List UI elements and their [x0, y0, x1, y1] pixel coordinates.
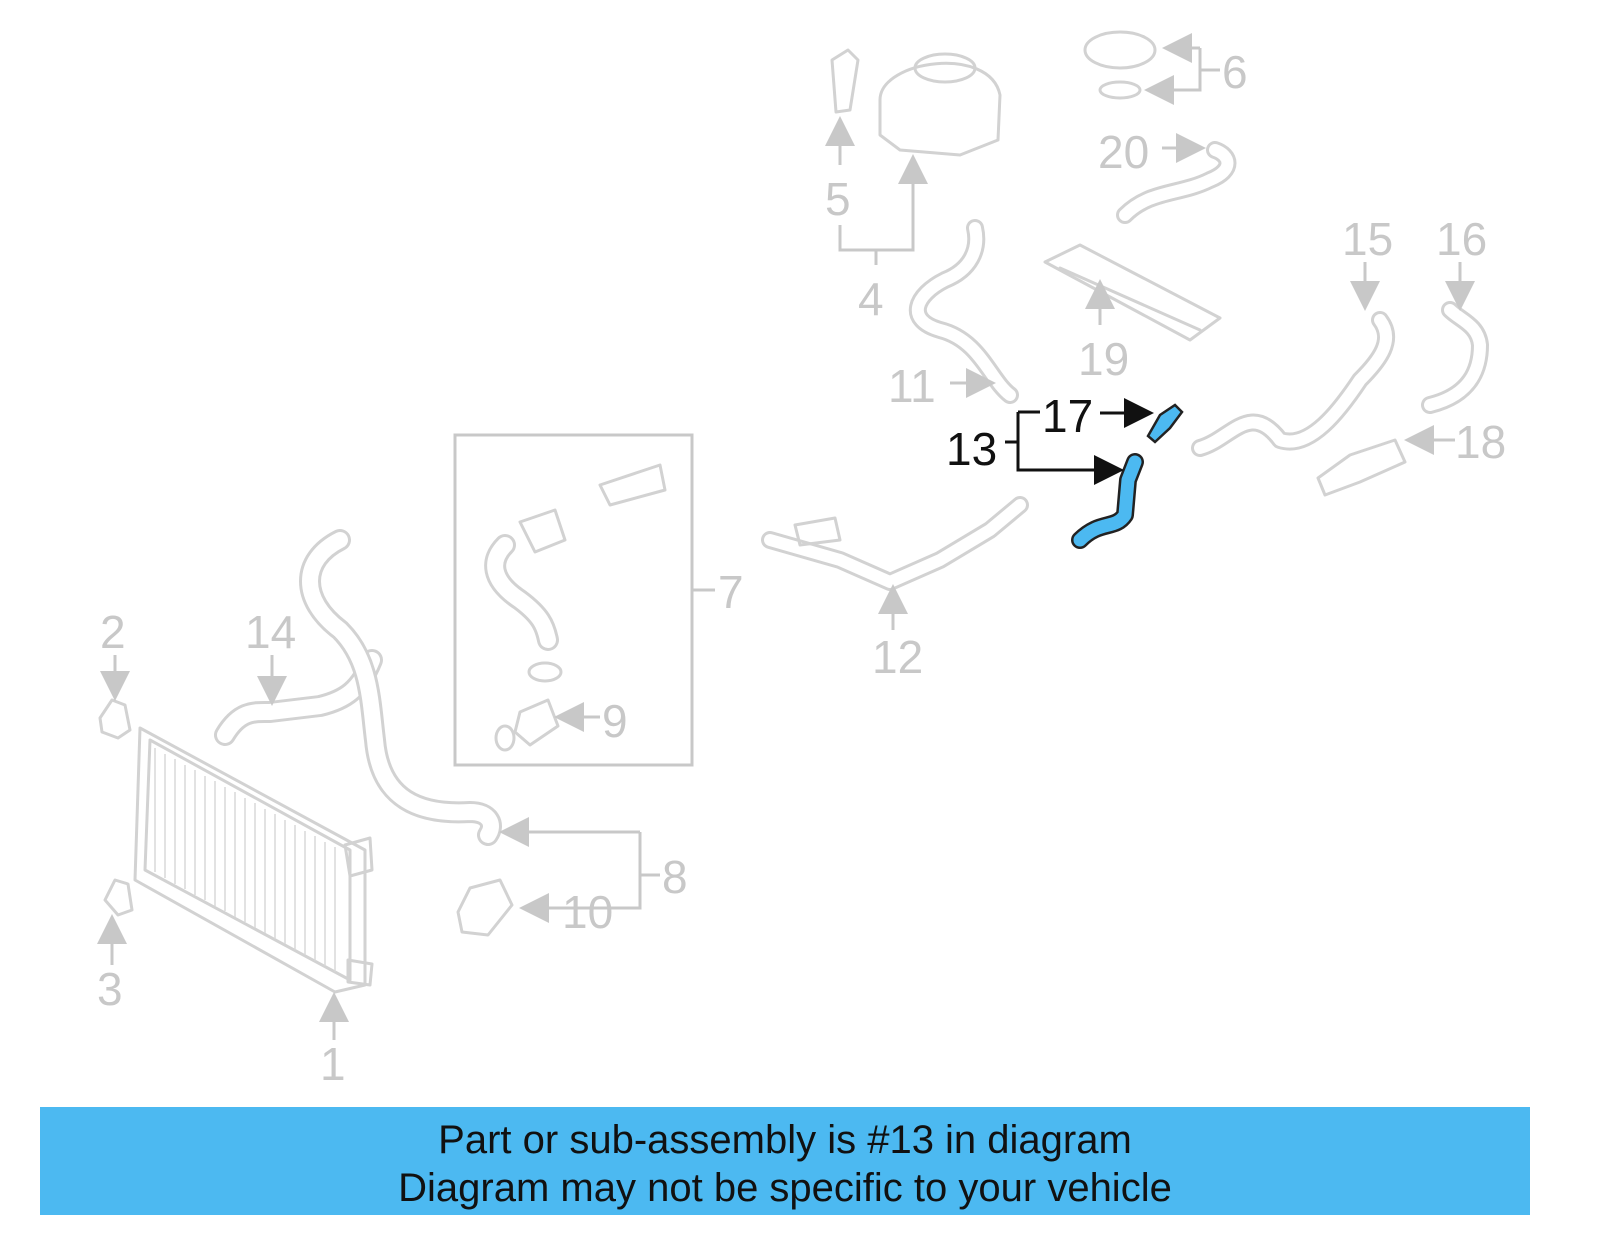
callout-20: 20: [1098, 126, 1149, 178]
callout-7: 7: [718, 566, 744, 618]
subassembly-box-7: [453, 433, 694, 767]
flange-10: [456, 878, 514, 937]
callout-19: 19: [1078, 333, 1129, 385]
callout-13: 13: [946, 423, 997, 475]
hose-16: [1421, 301, 1489, 414]
reservoir-cap: [1083, 30, 1157, 70]
callout-10: 10: [562, 886, 613, 938]
fitting-18: [1316, 438, 1407, 497]
callout-1: 1: [320, 1038, 346, 1090]
callout-12: 12: [872, 631, 923, 683]
radiator: [133, 726, 374, 994]
banner-line-2: Diagram may not be specific to your vehi…: [398, 1166, 1172, 1210]
hose-11: [909, 219, 1019, 404]
reservoir-bracket: [830, 48, 860, 114]
fitting-17-highlighted: [1146, 403, 1184, 444]
hose-15: [1191, 311, 1395, 457]
pipe-12: [761, 496, 1029, 591]
callout-15: 15: [1342, 213, 1393, 265]
callout-18: 18: [1455, 416, 1506, 468]
callout-3: 3: [97, 963, 123, 1015]
callout-17: 17: [1042, 390, 1093, 442]
callout-2: 2: [100, 606, 126, 658]
callout-4: 4: [858, 273, 884, 325]
banner-line-1: Part or sub-assembly is #13 in diagram: [438, 1118, 1132, 1162]
bracket-lower: [103, 878, 134, 917]
callout-16: 16: [1436, 213, 1487, 265]
callout-14: 14: [245, 606, 296, 658]
pipe-19: [1043, 243, 1222, 342]
hose-20: [1116, 141, 1237, 224]
hose-14: [214, 649, 383, 746]
hose-8: [299, 529, 502, 846]
coolant-reservoir: [878, 52, 1002, 157]
bracket-upper: [98, 698, 132, 740]
cap-seal: [1098, 80, 1142, 100]
callout-5: 5: [825, 173, 851, 225]
info-banner: Part or sub-assembly is #13 in diagram D…: [40, 1107, 1530, 1215]
hose-13-highlighted: [1071, 453, 1144, 549]
callout-8: 8: [662, 851, 688, 903]
callout-6: 6: [1222, 46, 1248, 98]
hose-9-assembly: [484, 463, 667, 752]
callout-11: 11: [888, 360, 936, 412]
callout-9: 9: [602, 695, 628, 747]
